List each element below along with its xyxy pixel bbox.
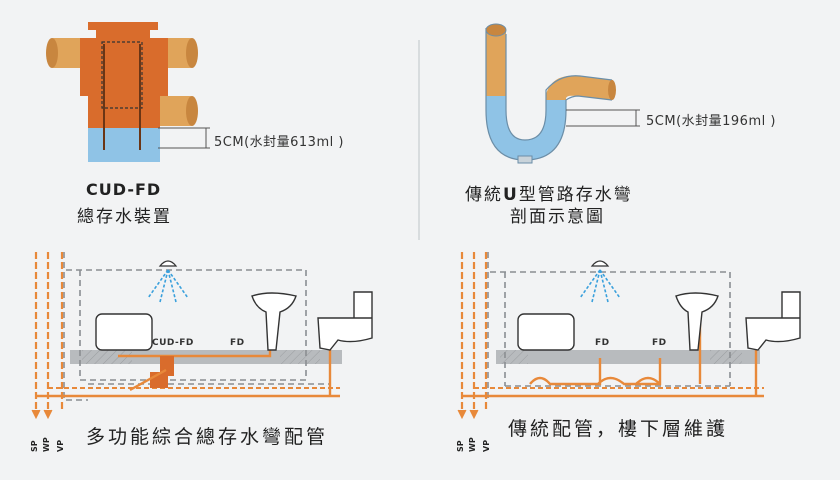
fd-label: FD [230, 338, 245, 348]
right-sp-label: SP [456, 440, 465, 452]
washbasin-icon [675, 292, 719, 351]
floor-slab-right [496, 350, 760, 364]
cud-fd-title: CUD-FD [86, 180, 162, 199]
cud-fd-piping-diagram [31, 252, 373, 420]
left-caption: 多功能綜合總存水彎配管 [86, 426, 329, 448]
right-caption: 傳統配管，樓下層維護 [508, 418, 729, 440]
left-vp-label: VP [56, 439, 65, 452]
cud-fd-subtitle: 總存水裝置 [77, 207, 172, 227]
u-trap-subtitle: 剖面示意圖 [510, 207, 605, 227]
bathtub-icon [517, 313, 575, 351]
u-trap-seal-note: 5CM(水封量196ml ) [646, 114, 776, 129]
left-inlet-pipe [50, 38, 86, 68]
right-vp-label: VP [482, 439, 491, 452]
u-trap-title: 傳統U型管路存水彎 [465, 185, 633, 205]
left-sp-label: SP [30, 440, 39, 452]
bathtub-icon [95, 313, 153, 351]
outlet-pipe [150, 96, 194, 126]
cud-fd-seal-note: 5CM(水封量613ml ) [214, 135, 344, 150]
fd-label-2: FD [652, 338, 667, 348]
left-wp-label: WP [42, 437, 51, 452]
shower-head-icon [158, 260, 178, 267]
inner-chamber [101, 41, 143, 109]
cud-fd-device-diagram [46, 22, 210, 162]
cud-fd-device-label: CUD-FD [152, 338, 194, 348]
traditional-piping-diagram [457, 252, 801, 420]
water-seal [88, 128, 160, 162]
washbasin-icon [251, 292, 297, 351]
toilet-icon [317, 291, 373, 351]
fd-label-1: FD [595, 338, 610, 348]
toilet-icon [745, 291, 801, 351]
u-trap-diagram [485, 23, 640, 164]
shower-head-icon [590, 260, 610, 267]
right-wp-label: WP [468, 437, 477, 452]
